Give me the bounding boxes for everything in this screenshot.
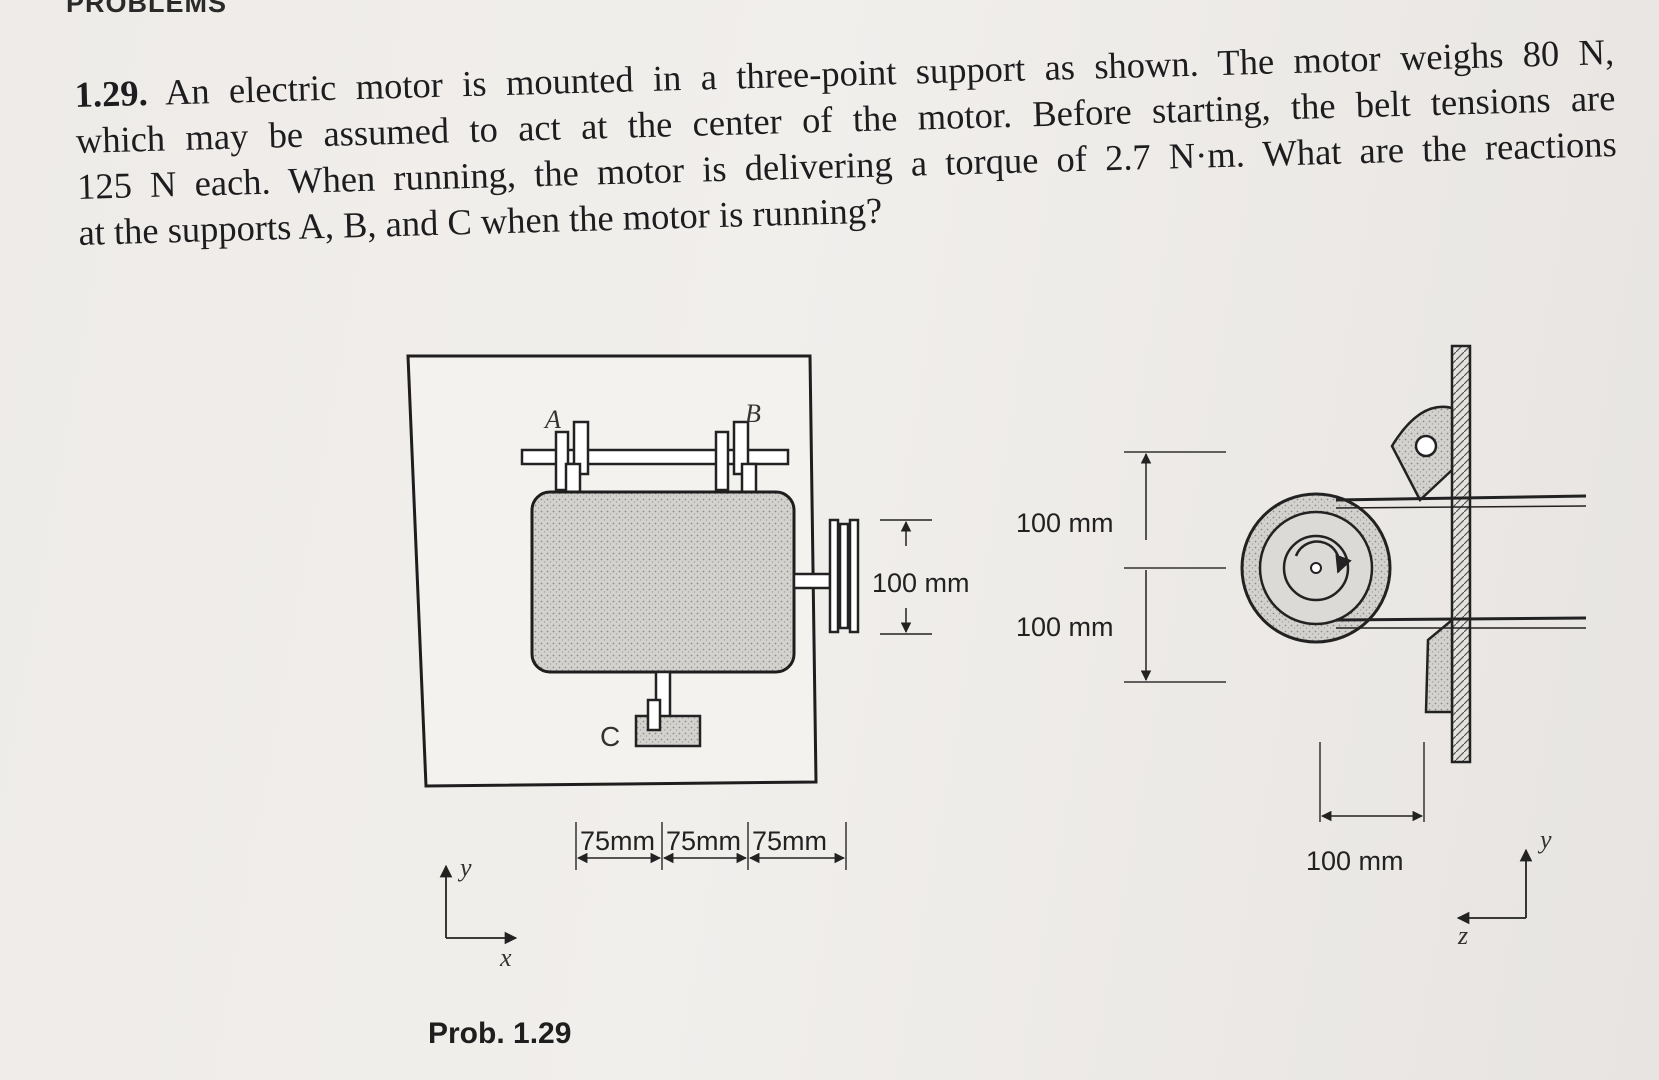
belt-spacing-dimension [1124,451,1226,683]
span-1-label: 75mm [580,826,655,856]
lower-bracket [1424,617,1454,714]
span-3-label: 75mm [752,826,827,856]
side-offset-dimension [1319,742,1425,822]
lower-belt [1335,616,1587,622]
upper-belt [1335,494,1587,502]
lower-belt-dimension-label: 100 mm [1016,612,1114,642]
support-a-label: A [543,405,561,434]
support-c-label: C [600,721,620,752]
upper-belt-dimension-label: 100 mm [1016,508,1114,538]
side-axis-y-label: y [1537,825,1552,854]
support-c-bracket [634,670,702,748]
horizontal-span-dimensions [575,822,847,870]
support-b-label: B [745,399,761,428]
side-offset-label: 100 mm [1306,846,1404,876]
span-2-label: 75mm [666,826,741,856]
front-axis-x-label: x [499,943,512,972]
motor-body [530,490,796,674]
side-view: 100 mm y z [1240,344,1587,950]
side-axis-z-label: z [1457,921,1468,950]
section-header: PROBLEMS [66,0,228,18]
pulley [828,518,860,634]
front-axis-y-label: y [457,853,472,882]
motor-shaft [792,572,832,590]
front-axes [439,864,518,945]
side-axes [1456,848,1533,925]
pulley-height-dimension [880,519,932,635]
pulley-height-label: 100 mm [872,568,970,598]
front-view: A B C [406,354,970,788]
mounting-wall [1450,344,1472,764]
support-ab-bracket [520,420,790,496]
torque-arrow-icon [1294,540,1352,574]
figure-caption: Prob. 1.29 [428,1017,572,1050]
